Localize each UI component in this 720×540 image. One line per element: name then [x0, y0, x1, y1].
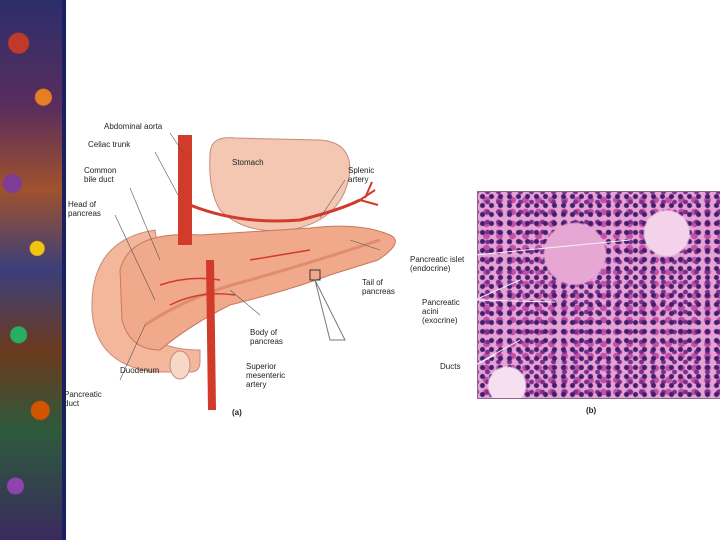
label-celiac-trunk: Celiac trunk	[88, 140, 130, 149]
label-head-of-pancreas: Head of pancreas	[68, 200, 101, 218]
panel-b-label: (b)	[586, 406, 596, 415]
pancreas-anatomy-illustration: Abdominal aorta Celiac trunk Common bile…	[60, 110, 450, 430]
label-body-of-pancreas: Body of pancreas	[250, 328, 283, 346]
label-superior-mesenteric-artery: Superior mesenteric artery	[246, 362, 285, 389]
label-stomach: Stomach	[232, 158, 264, 167]
label-duodenum: Duodenum	[120, 366, 159, 375]
label-pancreatic-islet: Pancreatic islet (endocrine)	[410, 255, 464, 273]
label-pancreatic-acini: Pancreatic acini (exocrine)	[422, 298, 460, 325]
panel-a-label: (a)	[232, 408, 242, 417]
label-abdominal-aorta: Abdominal aorta	[104, 122, 162, 131]
label-pancreatic-duct: Pancreatic duct	[64, 390, 102, 408]
histology-leader-lines	[460, 230, 660, 380]
label-common-bile-duct: Common bile duct	[84, 166, 116, 184]
label-ducts: Ducts	[440, 362, 460, 371]
decorative-side-strip	[0, 0, 62, 540]
label-tail-of-pancreas: Tail of pancreas	[362, 278, 395, 296]
label-splenic-artery: Splenic artery	[348, 166, 374, 184]
